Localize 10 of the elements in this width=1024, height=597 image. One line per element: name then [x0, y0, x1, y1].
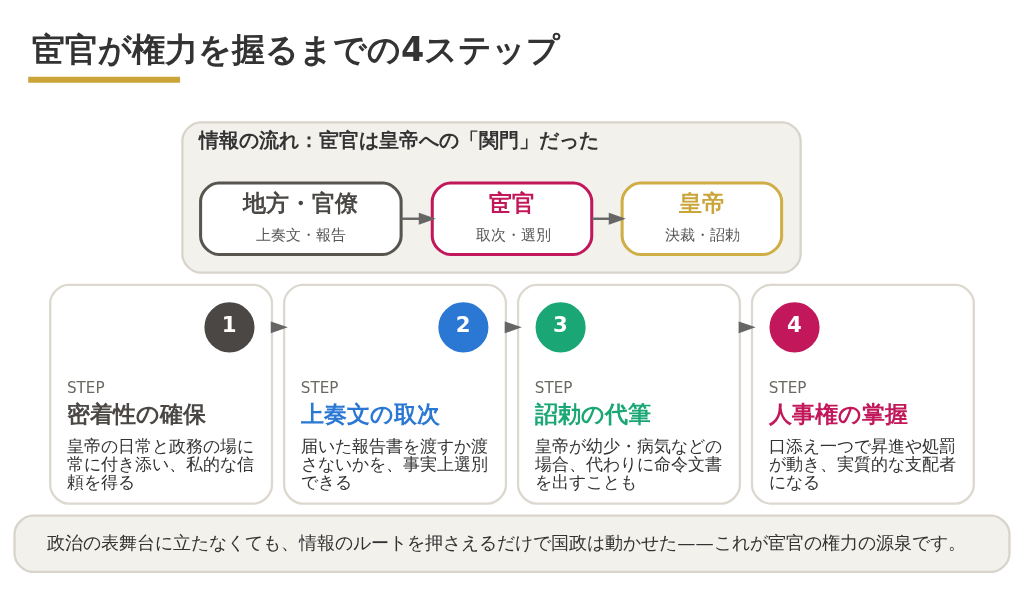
node-box: 政治の表舞台に立たなくても、情報のルートを押さえるだけで国政は動かせた——これが宦官の権力の源泉です。: [13, 514, 1011, 574]
node-box: 皇帝 決裁・詔勅: [620, 181, 784, 256]
node-box: 宦官 取次・選別: [430, 181, 594, 256]
node-circle: 1: [204, 302, 255, 353]
diagram-title: 宦官が権力を握るまでの4ステップ: [31, 29, 561, 69]
node-box: 地方・官僚 上奏文・報告: [199, 181, 403, 256]
arrow: [401, 212, 436, 225]
node-circle: 2: [438, 302, 489, 353]
node-circle: 4: [769, 302, 820, 353]
node-circle: 3: [535, 302, 586, 353]
